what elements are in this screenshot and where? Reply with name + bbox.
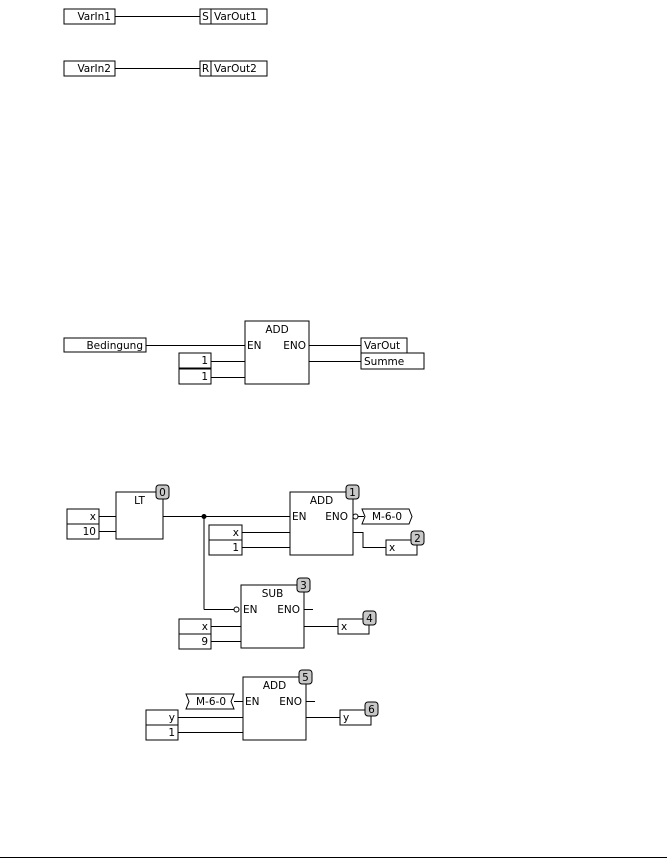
lt-input-label: 10	[83, 526, 96, 538]
execution-order-badge	[410, 530, 425, 546]
output-var-label: x	[389, 542, 395, 554]
output-var-label: VarOut	[364, 340, 400, 352]
constant-input-label: 1	[201, 371, 208, 383]
output-var-box[interactable]	[210, 60, 268, 77]
output-var-label: y	[343, 712, 349, 724]
jump-target-label-box[interactable]	[185, 693, 235, 710]
en-pin-label: EN	[247, 340, 262, 352]
execution-order-label: 0	[159, 487, 166, 499]
add-block[interactable]	[289, 491, 354, 556]
execution-order-badge	[362, 610, 377, 626]
en-pin-label: EN	[245, 696, 260, 708]
add-block[interactable]	[244, 320, 310, 385]
output-var-box[interactable]	[385, 539, 418, 556]
en-pin-label: EN	[243, 604, 258, 616]
add-input-label: 1	[168, 727, 175, 739]
add-block-title: ADD	[263, 680, 286, 692]
lt-block-title: LT	[134, 495, 145, 507]
sub-input-label: x	[202, 621, 208, 633]
output-var-label: x	[341, 621, 347, 633]
execution-order-badge	[345, 484, 360, 500]
en-pin-label: EN	[292, 511, 307, 523]
execution-order-label: 5	[302, 672, 309, 684]
execution-order-badge	[296, 577, 311, 593]
add-input-label: 1	[232, 542, 239, 554]
constant-input-label: 1	[201, 355, 208, 367]
add-block[interactable]	[242, 676, 307, 741]
jump-label-text: M-6-0	[372, 511, 402, 523]
output-var-box[interactable]	[360, 352, 425, 370]
output-var-label: VarOut2	[214, 63, 257, 75]
eno-pin-label: ENO	[279, 696, 302, 708]
output-var-box[interactable]	[337, 618, 370, 635]
eno-pin-label: ENO	[325, 511, 348, 523]
add-block-title: ADD	[265, 324, 288, 336]
output-var-box[interactable]	[339, 709, 372, 726]
execution-order-label: 4	[366, 613, 373, 625]
execution-order-badge	[155, 484, 170, 500]
execution-order-label: 6	[368, 704, 375, 716]
sub-input-label: 9	[201, 636, 208, 648]
connection-line	[353, 532, 386, 548]
execution-order-badge	[298, 669, 313, 685]
execution-order-badge	[364, 701, 379, 717]
input-var-label: VarIn2	[77, 63, 111, 75]
page-footer-rule	[0, 857, 667, 858]
sub-block[interactable]	[240, 584, 305, 649]
input-var-label: VarIn1	[77, 11, 111, 23]
output-var-label: Summe	[364, 356, 404, 368]
diagram-lt-add-sub: x 10 LT 0 ADD EN ENO 1 x 1 M-6-0	[66, 484, 425, 741]
execution-order-label: 2	[414, 533, 421, 545]
lt-input-label: x	[90, 511, 96, 523]
jump-target-label-text: M-6-0	[196, 696, 226, 708]
jump-label-box[interactable]	[361, 508, 413, 525]
eno-pin-label: ENO	[283, 340, 306, 352]
reset-coil-label: R	[202, 63, 209, 75]
negation-circle	[352, 513, 359, 520]
execution-order-label: 3	[300, 580, 307, 592]
constant-input-box[interactable]	[178, 352, 212, 369]
add-input-label: x	[233, 527, 239, 539]
output-var-label: VarOut1	[214, 11, 257, 23]
negation-circle	[233, 606, 240, 613]
constant-input-box[interactable]	[178, 368, 212, 385]
eno-pin-label: ENO	[277, 604, 300, 616]
condition-var-label: Bedingung	[86, 340, 143, 352]
diagram-add-en: Bedingung ADD EN ENO 1 1 VarOut Summe	[63, 320, 425, 385]
add-input-label: y	[169, 712, 175, 724]
lt-block[interactable]	[115, 491, 164, 540]
add-block-title: ADD	[310, 495, 333, 507]
diagram-set-reset: VarIn1 S VarOut1 VarIn2 R VarOut2	[63, 8, 268, 77]
execution-order-label: 1	[349, 487, 356, 499]
set-coil-label: S	[202, 11, 209, 23]
sub-block-title: SUB	[262, 588, 284, 600]
output-var-box[interactable]	[210, 8, 268, 25]
